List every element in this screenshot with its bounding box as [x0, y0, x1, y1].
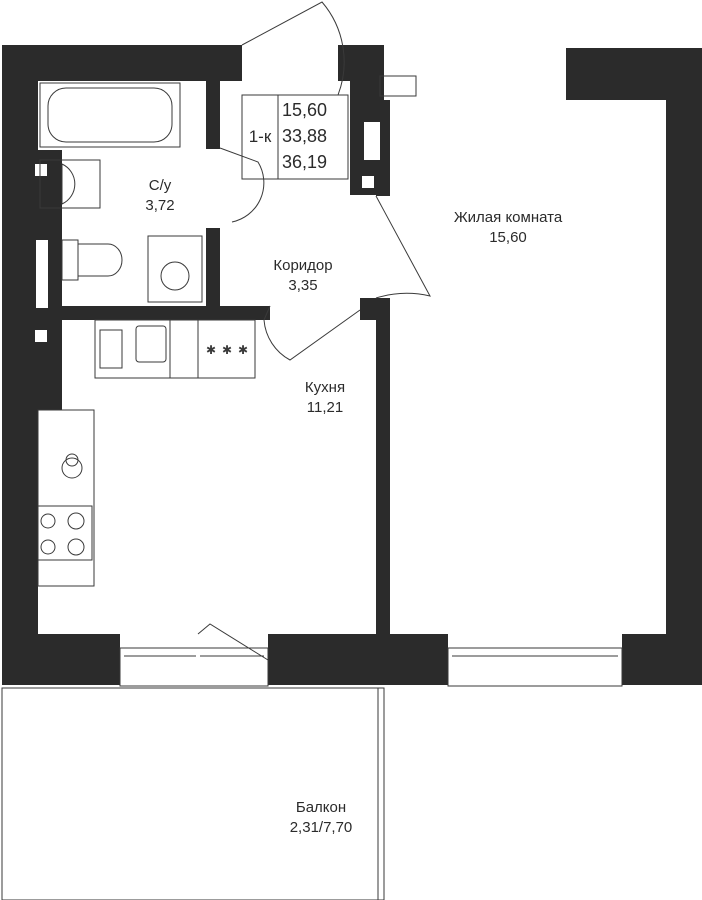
fixtures [1, 1, 623, 900]
room-area: 11,21 [306, 399, 344, 416]
room-label-corridor: Коридор 3,35 [248, 256, 358, 296]
room-name: Кухня [304, 379, 346, 396]
stove-marks: ✱ ✱ ✱ [206, 343, 248, 357]
total-area-value: 33,88 [282, 126, 328, 146]
total-with-balcony-value: 36,19 [282, 152, 328, 172]
room-area: 2,31/7,70 [289, 819, 353, 836]
room-label-living: Жилая комната 15,60 [428, 208, 588, 248]
room-label-bathroom: С/у 3,72 [120, 176, 200, 216]
room-label-kitchen: Кухня 11,21 [280, 378, 370, 418]
room-name: Коридор [273, 257, 333, 274]
apartment-areas: 15,60 33,88 36,19 [282, 97, 344, 175]
wall-openings [35, 45, 666, 634]
room-name: С/у [148, 177, 172, 194]
svg-text:✱: ✱ [206, 343, 216, 357]
svg-text:✱: ✱ [222, 343, 232, 357]
room-name: Жилая комната [453, 209, 563, 226]
svg-text:✱: ✱ [238, 343, 248, 357]
walls [2, 45, 702, 685]
apartment-type: 1-к [248, 127, 272, 146]
apartment-summary: 1-к 15,60 33,88 36,19 [242, 95, 348, 179]
living-area-value: 15,60 [282, 100, 328, 120]
room-area: 15,60 [489, 229, 527, 246]
room-area: 3,35 [288, 277, 318, 294]
room-name: Балкон [295, 799, 347, 816]
room-label-balcony: Балкон 2,31/7,70 [256, 798, 386, 838]
room-area: 3,72 [145, 197, 175, 214]
